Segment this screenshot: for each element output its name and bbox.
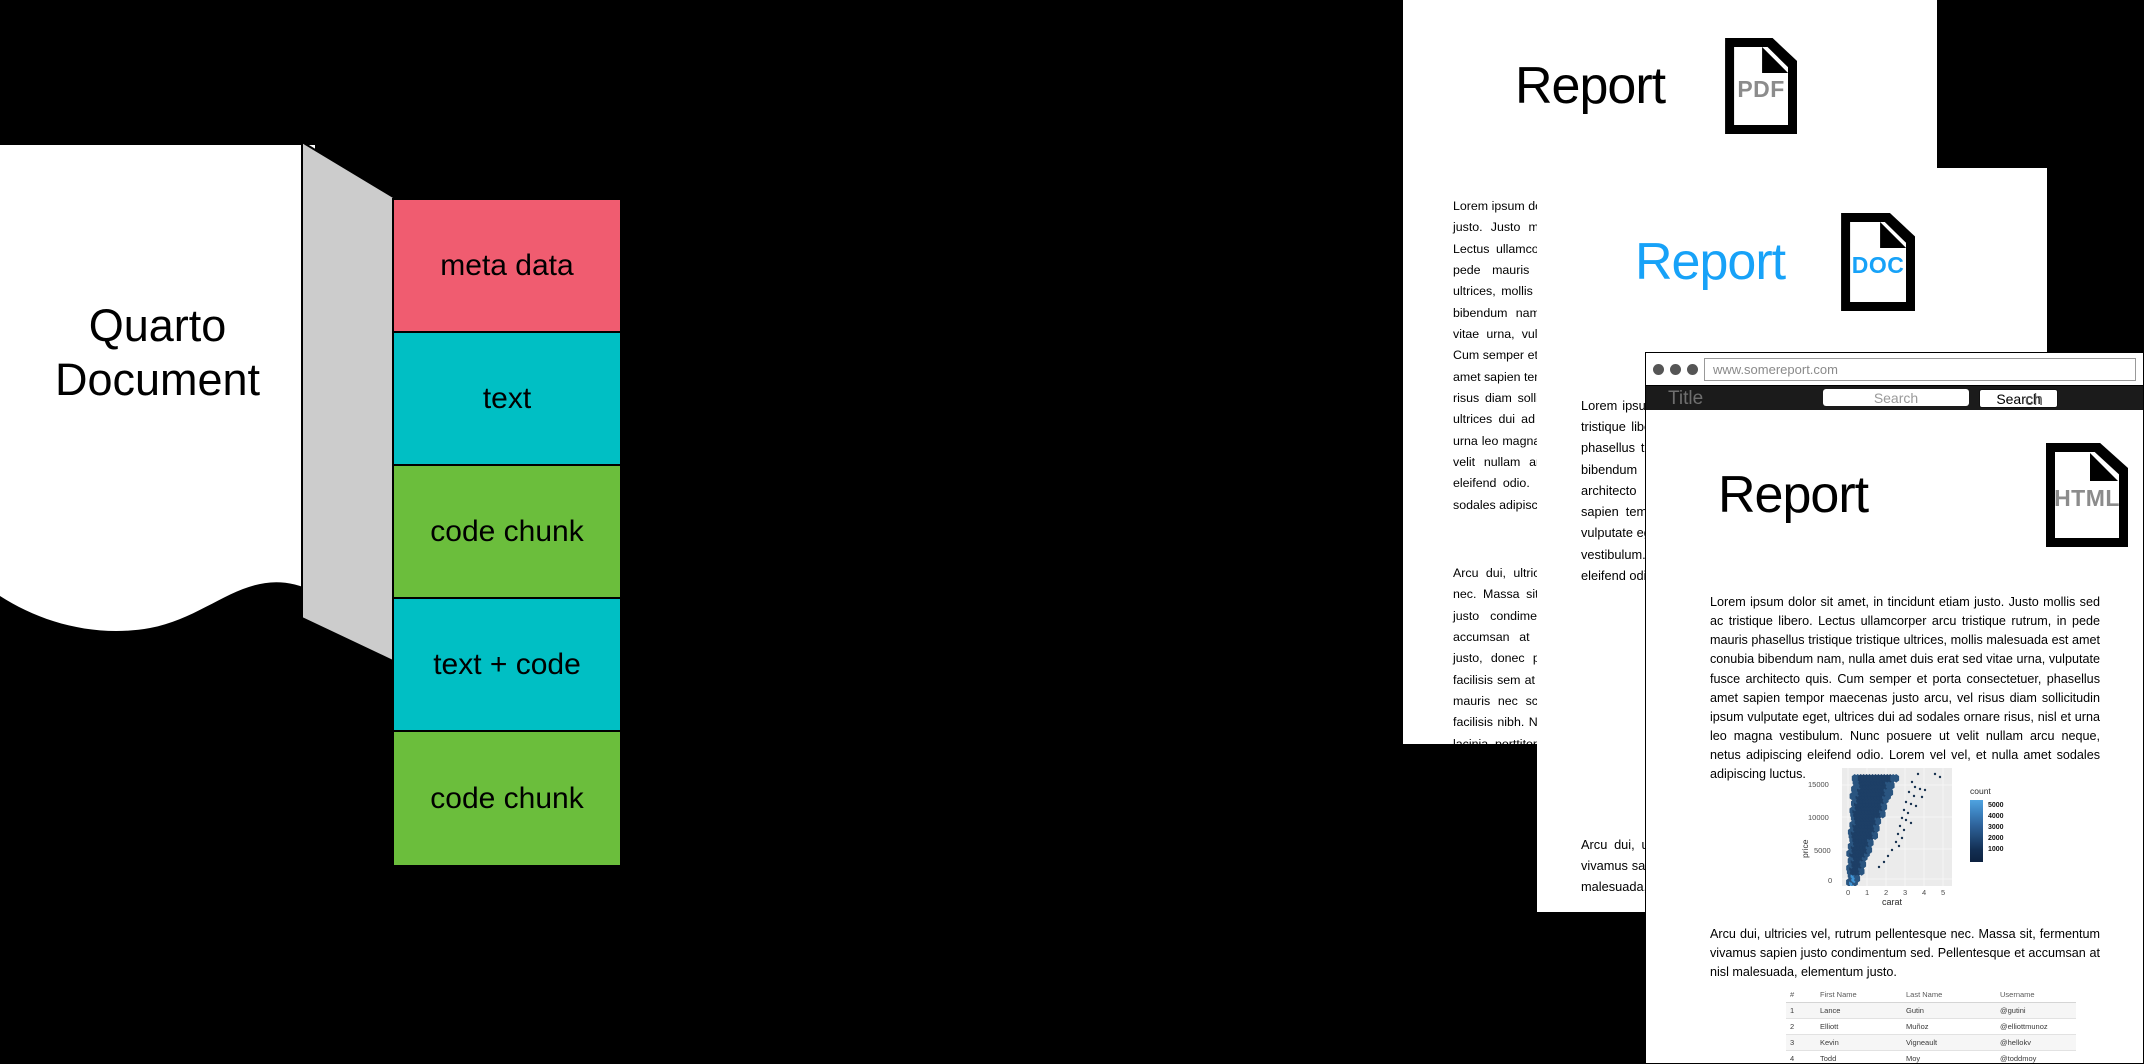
html-report-browser-window[interactable]: www.somereport.com Title Search Search c…	[1645, 352, 2144, 1064]
quarto-document-label: Quarto Document	[0, 145, 315, 560]
html-paragraph-1: Lorem ipsum dolor sit amet, in tincidunt…	[1710, 595, 2100, 782]
pdf-report-title: Report	[1515, 57, 1666, 115]
site-search-button[interactable]: Search	[1979, 389, 2058, 408]
window-maximize-icon[interactable]	[1687, 363, 1698, 375]
users-table-wrapper: # First Name Last Name Username 1 Lance …	[1786, 987, 2076, 1063]
site-search-placeholder: Search	[1873, 389, 1919, 406]
table-header-index: #	[1786, 987, 1816, 1003]
chart-x-tick-3: 3	[1903, 888, 1908, 897]
document-parts-stack: meta data text code chunk text + code co…	[392, 198, 622, 867]
cell-first-name: Elliott	[1816, 1018, 1902, 1035]
table-header-row: # First Name Last Name Username	[1786, 987, 2076, 1003]
doc-report-title: Report	[1635, 233, 1786, 291]
users-table: # First Name Last Name Username 1 Lance …	[1786, 987, 2076, 1063]
address-bar[interactable]: www.somereport.com	[1704, 357, 2136, 381]
block-label-code-chunk-2: code chunk	[430, 781, 584, 815]
table-header-last-name: Last Name	[1902, 987, 1996, 1003]
html-file-icon: HTML	[2046, 443, 2128, 547]
chart-y-tick-0: 0	[1828, 876, 1833, 885]
html-report-title: Report	[1718, 466, 1869, 524]
doc-file-icon-label: DOC	[1851, 252, 1905, 278]
cell-first-name: Todd	[1816, 1050, 1902, 1063]
cell-username: @hellokv	[1996, 1034, 2076, 1051]
cell-index: 2	[1786, 1018, 1816, 1035]
html-header: Report HTML	[1718, 443, 2128, 547]
block-label-meta-data: meta data	[440, 248, 574, 282]
chart-legend-value-1000: 1000	[1988, 846, 2004, 853]
site-nav-title[interactable]: Title	[1668, 387, 1704, 409]
table-header-username: Username	[1996, 987, 2076, 1003]
chart-legend-value-3000: 3000	[1988, 824, 2004, 831]
quarto-label-line-2: Document	[54, 353, 261, 405]
chart-y-tick-5000: 5000	[1814, 846, 1831, 855]
table-row: 2 Elliott Muñoz @elliottmunoz	[1786, 1018, 2076, 1035]
address-bar-value: www.somereport.com	[1713, 361, 1838, 377]
cell-first-name: Kevin	[1816, 1034, 1902, 1051]
quarto-document-diagram: Quarto Document meta data text code chun…	[0, 0, 660, 1064]
chart-legend-value-5000: 5000	[1988, 802, 2004, 809]
block-text: text	[394, 333, 620, 466]
chart-x-tick-1: 1	[1865, 888, 1870, 897]
cell-username: @gutini	[1996, 1002, 2076, 1019]
chart-x-tick-4: 4	[1922, 888, 1927, 897]
chart-plot-panel	[1842, 768, 1952, 887]
chart-x-tick-5: 5	[1941, 888, 1946, 897]
quarto-label-line-1: Quarto	[88, 300, 227, 352]
block-meta-data: meta data	[394, 200, 620, 333]
chart-legend-gradient	[1970, 800, 1983, 862]
cell-first-name: Lance	[1816, 1002, 1902, 1019]
site-navbar: Title Search Search ch	[1646, 386, 2143, 410]
cell-last-name: Gutin	[1902, 1002, 1996, 1019]
site-search-input[interactable]: Search	[1823, 389, 1969, 406]
table-row: 3 Kevin Vigneault @hellokv	[1786, 1034, 2076, 1051]
chart-legend-value-4000: 4000	[1988, 813, 2004, 820]
block-label-code-chunk-1: code chunk	[430, 514, 584, 548]
block-code-chunk-1: code chunk	[394, 466, 620, 599]
block-code-chunk-2: code chunk	[394, 732, 620, 865]
pdf-header: Report PDF	[1515, 38, 1937, 134]
window-minimize-icon[interactable]	[1670, 363, 1681, 375]
chart-legend-title: count	[1970, 786, 1991, 796]
chart-y-axis-label: price	[1800, 839, 1810, 858]
html-file-icon-label: HTML	[2054, 485, 2120, 511]
block-label-text-plus-code: text + code	[433, 647, 581, 681]
chart-y-tick-15000: 15000	[1808, 780, 1829, 789]
quarto-paper-sheet	[0, 145, 315, 632]
table-header-first-name: First Name	[1816, 987, 1902, 1003]
block-label-text: text	[482, 381, 532, 415]
cell-last-name: Muñoz	[1902, 1018, 1996, 1035]
pdf-file-icon: PDF	[1725, 38, 1798, 134]
site-search-button-label: Search	[1996, 390, 2041, 407]
chart-x-tick-0: 0	[1846, 888, 1851, 897]
doc-header: Report DOC	[1635, 213, 2047, 311]
doc-file-icon: DOC	[1841, 213, 1916, 311]
html-paragraph-2: Arcu dui, ultricies vel, rutrum pellente…	[1710, 927, 2100, 980]
cell-last-name: Moy	[1902, 1050, 1996, 1063]
table-row: 4 Todd Moy @toddmoy	[1786, 1050, 2076, 1063]
cell-index: 1	[1786, 1002, 1816, 1019]
site-nav-overflow-text: ch	[2025, 390, 2043, 409]
chart-x-axis-label: carat	[1882, 897, 1903, 907]
block-text-plus-code: text + code	[394, 599, 620, 732]
paper-wave-edge	[0, 552, 315, 632]
chart-legend-value-2000: 2000	[1988, 835, 2004, 842]
cell-username: @elliottmunoz	[1996, 1018, 2076, 1035]
cell-index: 4	[1786, 1050, 1816, 1063]
cell-last-name: Vigneault	[1902, 1034, 1996, 1051]
cell-username: @toddmoy	[1996, 1050, 2076, 1063]
price-vs-carat-hexbin-chart: price 15000 10000 5000 0	[1794, 758, 2044, 907]
chart-x-tick-2: 2	[1884, 888, 1889, 897]
table-row: 1 Lance Gutin @gutini	[1786, 1002, 2076, 1019]
cell-index: 3	[1786, 1034, 1816, 1051]
browser-chrome: www.somereport.com	[1646, 353, 2143, 386]
chart-hexbin-marks	[1842, 768, 1952, 887]
pdf-file-icon-label: PDF	[1737, 76, 1785, 102]
window-close-icon[interactable]	[1653, 363, 1664, 375]
chart-y-tick-10000: 10000	[1808, 813, 1829, 822]
